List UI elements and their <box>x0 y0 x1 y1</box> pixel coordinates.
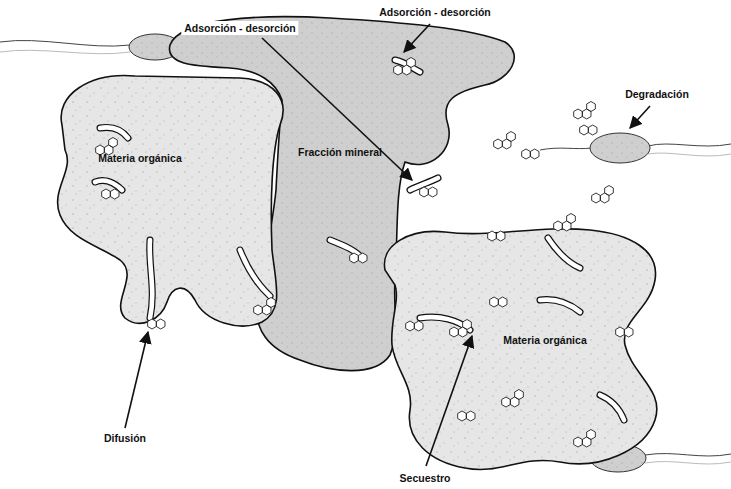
pore-outline <box>100 127 128 138</box>
pore-outline <box>600 395 624 420</box>
pore <box>395 60 420 72</box>
region-label: Fracción mineral <box>298 146 382 158</box>
pore <box>410 178 438 190</box>
process-label: Secuestro <box>397 471 454 485</box>
pore <box>600 395 624 420</box>
pore <box>548 238 580 268</box>
process-label: Difusión <box>101 431 149 445</box>
process-label: Adsorción - desorción <box>181 21 298 35</box>
pore-outline <box>240 250 270 296</box>
region-label: Materia orgánica <box>98 152 181 164</box>
pore <box>150 240 153 318</box>
blob-shape <box>384 229 656 470</box>
pore-outline <box>150 240 153 318</box>
organic-matter-blob: Materia orgánica <box>375 220 670 475</box>
process-label: Degradación <box>622 87 692 101</box>
blob-shape <box>58 76 283 326</box>
pore <box>95 181 122 190</box>
pore-outline <box>410 178 438 190</box>
pore <box>330 240 362 258</box>
pore-outline <box>548 238 580 268</box>
pore-outline <box>420 317 470 330</box>
region-label: Materia orgánica <box>503 334 586 346</box>
pore-outline <box>330 240 362 258</box>
pore-outline <box>395 60 420 72</box>
pore <box>540 300 580 312</box>
pore <box>420 317 470 330</box>
pore <box>240 250 270 296</box>
pore-outline <box>540 300 580 312</box>
blob-outline <box>375 220 670 475</box>
process-label: Adsorción - desorción <box>376 5 493 19</box>
pore-outline <box>95 181 122 190</box>
pore <box>100 127 128 138</box>
blob-outline <box>50 65 290 330</box>
organic-matter-blob: Materia orgánica <box>50 65 290 330</box>
